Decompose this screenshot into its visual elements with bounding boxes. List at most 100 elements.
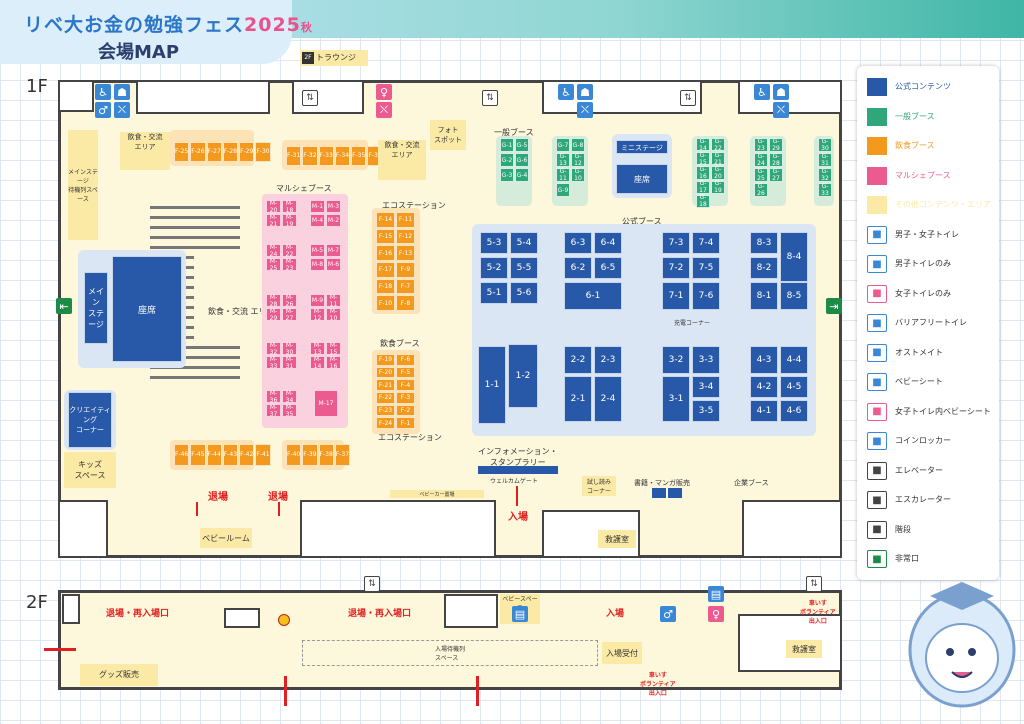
kids-space: キッズ スペース <box>64 452 116 488</box>
coin-locker-icon: ▤ <box>708 586 724 602</box>
marche-booth-m-15: M-15 <box>326 342 341 356</box>
legend-label: 男子・女子トイレ <box>895 229 959 239</box>
official-booth-6-4: 6-4 <box>594 232 622 254</box>
food-booth-f-46: F-46 <box>174 444 190 466</box>
title-box <box>0 0 292 64</box>
legend-label: その他コンテンツ・エリア <box>895 200 991 209</box>
wall-block <box>444 594 498 628</box>
food-booth-f-1: F-1 <box>396 417 415 429</box>
official-booth-2-2: 2-2 <box>564 346 592 374</box>
marche-booth-m-20: M-20 <box>266 200 281 214</box>
legend-label: ベビーシート <box>895 377 943 386</box>
official-booth-7-4: 7-4 <box>692 232 720 254</box>
food-booth-f-13: F-13 <box>396 245 415 261</box>
mens-room-icon: ♂ <box>660 606 676 622</box>
food-booth-f-26: F-26 <box>190 142 206 162</box>
wall-block <box>58 500 108 558</box>
official-booth-3-5: 3-5 <box>692 400 720 422</box>
main-stage: メイン ステージ <box>84 272 108 344</box>
exit-arrow <box>196 502 198 516</box>
official-booth-1-2: 1-2 <box>508 344 538 408</box>
marche-booth-m-36: M-36 <box>266 390 281 404</box>
marche-booth-m-25: M-25 <box>266 258 281 272</box>
info-counter <box>478 466 558 474</box>
official-booth-7-5: 7-5 <box>692 257 720 279</box>
marche-booth-m-22: M-22 <box>282 244 297 258</box>
womens-room-icon: ■ <box>867 284 887 303</box>
general-booth-g-2: G-2 <box>500 153 514 167</box>
food-booth-f-9: F-9 <box>396 262 415 278</box>
official-booth-4-2: 4-2 <box>750 376 778 398</box>
emergency-exit-icon: ■ <box>867 550 887 568</box>
baby-seat-pink-icon: ⛌ <box>376 102 392 118</box>
legend-label: エレベーター <box>895 465 943 475</box>
official-booth-label: 公式ブース <box>622 217 662 226</box>
legend-label: 階段 <box>895 524 911 534</box>
food-booth-f-27: F-27 <box>206 142 222 162</box>
wall-block <box>62 594 80 624</box>
official-booth-7-2: 7-2 <box>662 257 690 279</box>
general-booth-g-18: G-18 <box>696 194 710 208</box>
elevator-icon: ⇅ <box>482 90 498 106</box>
general-booth-g-8: G-8 <box>571 138 585 152</box>
mens-room-icon: ■ <box>867 255 887 273</box>
elevator-icon: ■ <box>867 461 887 480</box>
marche-booth-m-13: M-13 <box>310 342 325 356</box>
general-booth-g-19: G-19 <box>711 180 725 194</box>
food-booth-f-38: F-38 <box>318 444 334 466</box>
wall-block <box>224 608 260 628</box>
official-booth-4-5: 4-5 <box>780 376 808 398</box>
lounge-area: トラウンジ <box>300 50 368 66</box>
food-booth-f-10: F-10 <box>376 295 395 311</box>
marche-booth-m-7: M-7 <box>326 244 341 257</box>
trial-read-label: 試し読み コーナー <box>586 479 611 495</box>
food-booth-f-33: F-33 <box>318 146 334 166</box>
legend-label: エスカレーター <box>895 495 951 504</box>
official-booth-3-4: 3-4 <box>692 376 720 398</box>
seat-row <box>150 376 240 379</box>
brand-year: 2025 <box>244 14 301 36</box>
entry-reception: 入場受付 <box>602 642 642 664</box>
eat-area-label: 飲食・交流 エリア <box>384 141 420 159</box>
official-booth-6-1: 6-1 <box>564 282 622 310</box>
general-booth-g-29: G-29 <box>769 138 783 152</box>
marche-booth-m-35: M-35 <box>282 404 297 418</box>
general-booth-g-12: G-12 <box>571 153 585 167</box>
food-booth-f-20: F-20 <box>376 366 395 379</box>
books-counter <box>652 488 666 498</box>
general-booth-g-26: G-26 <box>754 183 768 197</box>
legend-label: オストメイト <box>895 347 943 357</box>
official-booth-5-2: 5-2 <box>480 257 508 279</box>
food-booth-f-8: F-8 <box>396 295 415 311</box>
food-booth-f-19: F-19 <box>376 354 395 366</box>
entrance-label: 入場 <box>508 512 528 523</box>
seat-row <box>150 216 240 219</box>
food-booth-f-41: F-41 <box>255 444 271 466</box>
food-booth-f-34: F-34 <box>334 146 351 166</box>
marche-booth-m-10: M-10 <box>326 308 341 322</box>
eat-area-top-left: 飲食・交流 エリア <box>120 132 170 170</box>
marche-booth-m-24: M-24 <box>266 244 281 258</box>
womens-room-icon: ♀ <box>376 84 392 100</box>
brand-season: 秋 <box>300 21 313 34</box>
food-booth-f-29: F-29 <box>239 142 255 162</box>
seat-row <box>150 346 240 349</box>
elevator-icon: ⇅ <box>680 90 696 106</box>
books-label: 書籍・マンガ販売 <box>634 479 690 487</box>
legend-label: コインロッカー <box>895 436 951 445</box>
food-booth-label: 飲食ブース <box>380 339 420 348</box>
baby-seat-icon: ■ <box>867 373 887 391</box>
legend-swatch <box>867 166 887 185</box>
two-way-arrow-icon <box>476 676 479 706</box>
official-booth-5-6: 5-6 <box>510 282 538 304</box>
general-booth-label: 一般ブース <box>494 128 534 137</box>
general-booth-g-30: G-30 <box>818 138 832 152</box>
exit-reentry-label: 退場・再入場口 <box>348 609 412 619</box>
marche-booth-m-18: M-18 <box>282 200 297 214</box>
info-label: インフォメーション・ スタンプラリー <box>478 447 558 467</box>
general-booth-g-27: G-27 <box>769 168 783 182</box>
official-booth-8-2: 8-2 <box>750 257 778 279</box>
goods-sales: グッズ販売 <box>80 664 158 686</box>
